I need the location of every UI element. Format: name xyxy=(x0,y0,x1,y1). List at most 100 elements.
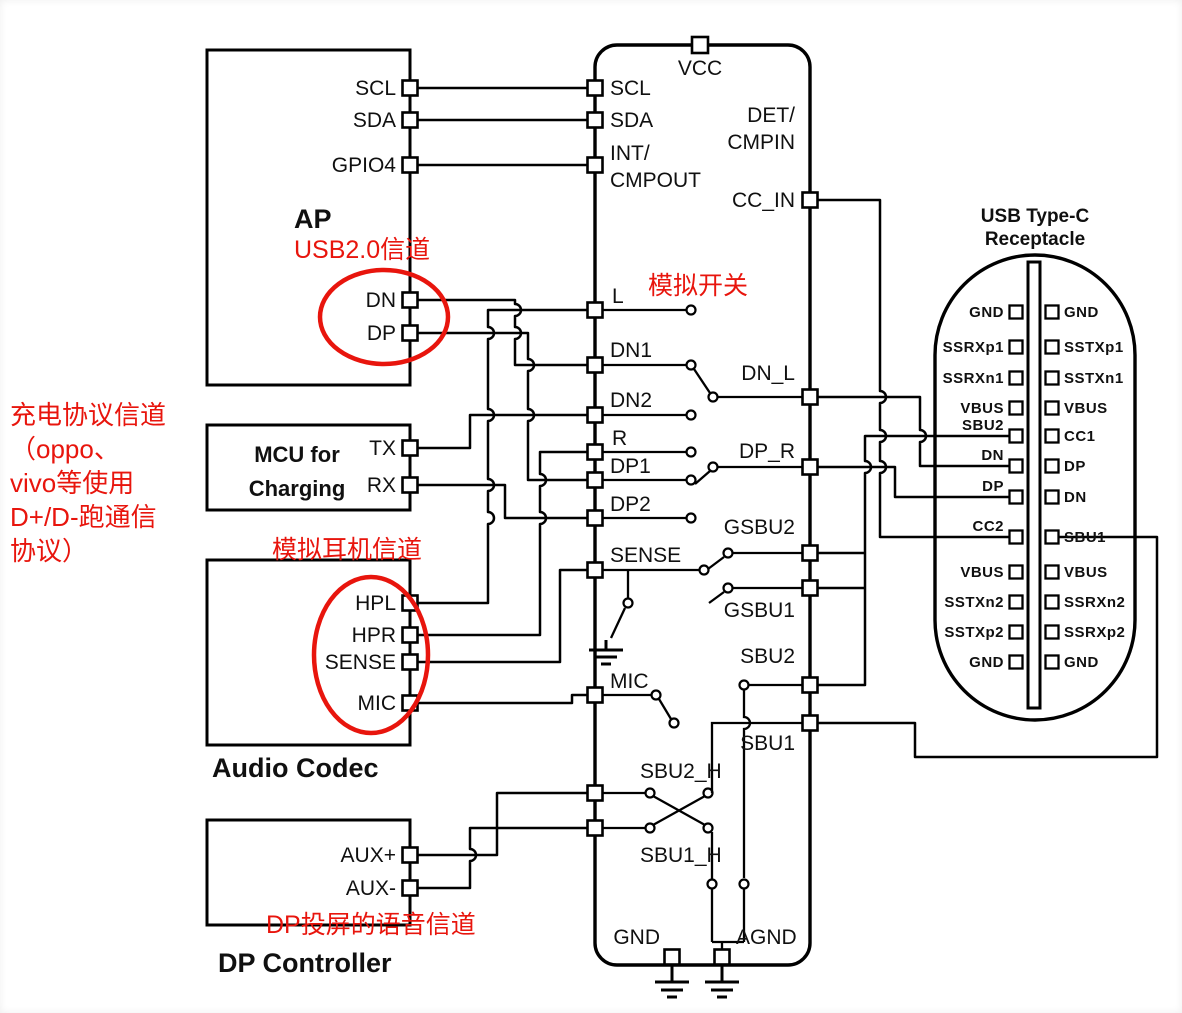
receptacle-pin-label: DN xyxy=(1064,489,1087,506)
ic-pin-label: DET/ xyxy=(747,104,795,127)
receptacle-pin-label: GND xyxy=(1064,654,1099,671)
switch-contact xyxy=(685,512,697,524)
receptacle-pin-label: SSRXp2 xyxy=(1064,624,1125,641)
receptacle-pin-label: SSTXp1 xyxy=(1064,339,1124,356)
pin-square xyxy=(401,879,419,897)
pin-square xyxy=(1044,529,1060,545)
pin-square xyxy=(1008,370,1024,386)
switch-contact xyxy=(707,391,719,403)
switch-arm xyxy=(707,556,725,570)
agnd-internal-link xyxy=(710,888,746,949)
mcu-pin-label: TX xyxy=(369,437,396,460)
switch-arm xyxy=(693,368,711,394)
pin-square xyxy=(1044,339,1060,355)
pin-square xyxy=(401,476,419,494)
ic-pin-label: DP_R xyxy=(739,440,795,463)
receptacle-pin-label: SBU2 xyxy=(962,417,1004,434)
ic-pin-label: DP1 xyxy=(610,455,651,478)
pin-square xyxy=(1008,529,1024,545)
receptacle-pin-label: VBUS xyxy=(960,564,1004,581)
annotation-charging-line: 协议） xyxy=(10,536,88,566)
ic-pin-label: VCC xyxy=(678,57,722,80)
switch-contact xyxy=(685,304,697,316)
switch-contact xyxy=(685,446,697,458)
wire-rx-dp2 xyxy=(417,483,588,520)
pin-square xyxy=(1008,564,1024,580)
ap-pin-label: DN xyxy=(366,289,396,312)
pin-square xyxy=(401,291,419,309)
pin-square xyxy=(1044,564,1060,580)
codec-pin-label: SENSE xyxy=(325,651,396,674)
ic-pin-label: DN1 xyxy=(610,339,652,362)
ic-pin-label: CC_IN xyxy=(732,189,795,212)
dp-controller-title: DP Controller xyxy=(218,948,392,978)
receptacle-pin-label: VBUS xyxy=(1064,564,1108,581)
ic-pin-label: L xyxy=(612,285,624,308)
pin-square xyxy=(401,626,419,644)
ic-pin-label: GND xyxy=(613,926,660,949)
receptacle-pin-label: DP xyxy=(982,478,1004,495)
pin-square xyxy=(801,714,819,732)
ground-symbol-internal xyxy=(589,640,623,666)
ic-pin-label: GSBU1 xyxy=(724,599,795,622)
switch-contact xyxy=(685,359,697,371)
pin-square xyxy=(1044,428,1060,444)
highlight-ellipse-usb2-pins xyxy=(317,267,451,367)
dp-pin-label: AUX- xyxy=(346,877,396,900)
pin-square xyxy=(1044,654,1060,670)
switch-contact xyxy=(738,679,750,691)
switch-contact xyxy=(685,409,697,421)
ap-block xyxy=(205,48,412,387)
wire-dpr-dp xyxy=(817,465,1010,499)
pin-square xyxy=(1008,624,1024,640)
annotation-headphone-channel: 模拟耳机信道 xyxy=(272,536,422,564)
receptacle-pin-label: SSRXp1 xyxy=(943,339,1004,356)
annotation-dp-audio-channel: DP投屏的语音信道 xyxy=(266,911,476,939)
wire-dn-dn1 xyxy=(417,298,588,367)
annotation-charging-line: vivo等使用 xyxy=(10,468,134,498)
pin-square-gnd xyxy=(663,948,681,966)
receptacle-pin-label: CC1 xyxy=(1064,428,1096,445)
audio-codec-block xyxy=(205,558,412,747)
receptacle-pin-label: DN xyxy=(981,447,1004,464)
codec-pin-label: MIC xyxy=(358,692,397,715)
pin-square xyxy=(801,191,819,209)
switch-arm xyxy=(609,607,627,639)
ap-pin-label: GPIO4 xyxy=(332,154,397,177)
receptacle-pin-label: GND xyxy=(1064,304,1099,321)
pin-square xyxy=(586,784,604,802)
receptacle-pin-label: SSRXn2 xyxy=(1064,594,1125,611)
pin-square xyxy=(586,443,604,461)
ic-pin-label: DN2 xyxy=(610,389,652,412)
switch-contact xyxy=(722,547,734,559)
ic-pin-label: MIC xyxy=(610,670,649,693)
pin-square xyxy=(801,544,819,562)
receptacle-pin-label: CC2 xyxy=(972,518,1004,535)
ic-pin-label: SBU1_H xyxy=(640,844,722,867)
pin-square xyxy=(801,388,819,406)
switch-contact xyxy=(707,461,719,473)
pin-square xyxy=(401,111,419,129)
switch-contact xyxy=(668,717,680,729)
wire-auxn-sbu1h xyxy=(417,826,588,890)
switch-contact xyxy=(622,597,634,609)
pin-square xyxy=(401,79,419,97)
ic-pin-label: DN_L xyxy=(741,362,795,385)
codec-pin-label: HPR xyxy=(352,624,396,647)
pin-square xyxy=(401,439,419,457)
pin-square xyxy=(586,111,604,129)
wire-auxp-sbu2h xyxy=(417,791,588,857)
receptacle-pin-label: SSRXn1 xyxy=(943,370,1004,387)
wire-hpr-r xyxy=(417,450,588,637)
wire-sbu1-loop xyxy=(817,535,1159,759)
pin-square xyxy=(586,156,604,174)
pin-square xyxy=(401,653,419,671)
pin-square xyxy=(1044,458,1060,474)
switch-contact xyxy=(644,787,656,799)
highlight-ellipse-headphone-pins xyxy=(311,574,431,736)
receptacle-title-line1: USB Type-C xyxy=(981,206,1090,227)
receptacle-pin-label: SSTXn1 xyxy=(1064,370,1124,387)
wire-tx-dn2 xyxy=(417,413,588,450)
ap-pin-label: SCL xyxy=(355,77,396,100)
